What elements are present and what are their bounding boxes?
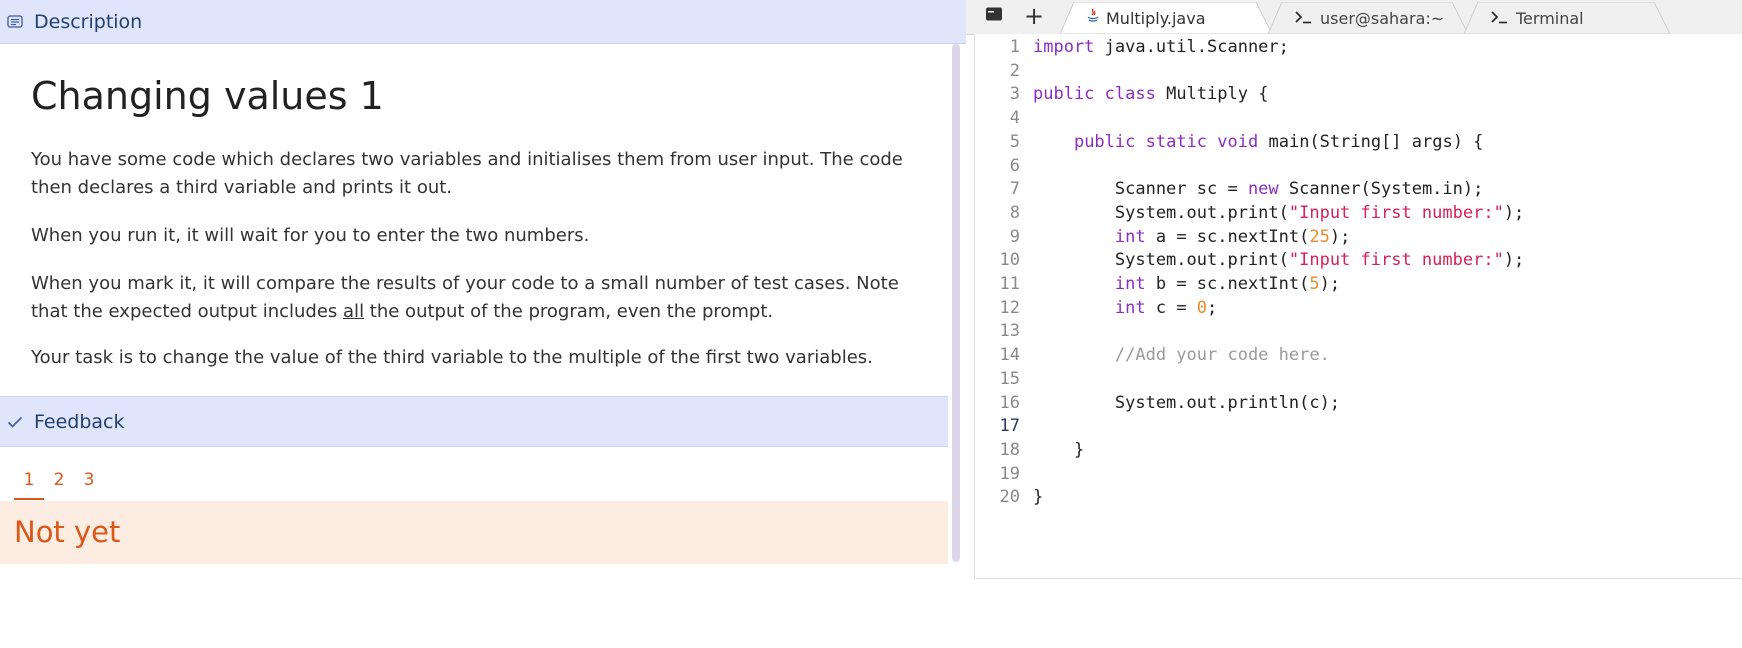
paragraph-3-end: the output of the program, even the prom… <box>364 301 774 322</box>
java-icon <box>1086 8 1100 28</box>
code-line[interactable]: 1 import java.util.Scanner; <box>975 34 1735 60</box>
scrollbar[interactable] <box>952 44 960 562</box>
code-text: System.out.print("Input first number:"); <box>1033 202 1525 223</box>
feedback-header[interactable]: Feedback <box>0 396 948 447</box>
code-line[interactable]: 12 int c = 0; <box>975 295 1735 321</box>
line-number: 10 <box>999 250 1020 271</box>
plus-icon: + <box>1023 2 1045 30</box>
paragraph-4: Your task is to change the value of the … <box>31 347 873 368</box>
code-line[interactable]: 8 System.out.print("Input first number:"… <box>975 200 1735 226</box>
line-number: 20 <box>999 487 1020 508</box>
tab-multiply-java[interactable]: Multiply.java <box>1060 2 1272 34</box>
line-number: 9 <box>1009 226 1020 247</box>
code-line[interactable]: 6 <box>975 153 1735 179</box>
code-line[interactable]: 11 int b = sc.nextInt(5); <box>975 271 1735 297</box>
code-text: System.out.print("Input first number:"); <box>1033 250 1525 271</box>
line-number: 13 <box>999 321 1020 342</box>
code-text: import java.util.Scanner; <box>1033 37 1289 57</box>
paragraph-1: You have some code which declares two va… <box>31 149 903 198</box>
line-number: 5 <box>1009 131 1020 152</box>
line-number: 7 <box>1009 179 1020 200</box>
code-line[interactable]: 3 public class Multiply { <box>975 81 1735 107</box>
code-line[interactable]: 19 <box>975 461 1735 487</box>
code-line[interactable]: 16 System.out.println(c); <box>975 390 1735 416</box>
code-text: //Add your code here. <box>1114 345 1330 366</box>
code-text: } <box>1033 439 1085 460</box>
line-number: 2 <box>1009 60 1020 81</box>
tab-label: user@sahara:~ <box>1320 8 1445 28</box>
code-line[interactable]: 18 } <box>975 437 1735 463</box>
terminal-icon <box>1490 9 1510 28</box>
code-text: int b = sc.nextInt(5); <box>1114 274 1341 294</box>
code-line[interactable]: 17 <box>975 413 1735 439</box>
paragraph-2: When you run it, it will wait for you to… <box>31 225 590 246</box>
tab-user-shell[interactable]: user@sahara:~ <box>1268 2 1468 34</box>
code-line[interactable]: 13 <box>975 318 1735 344</box>
line-number: 16 <box>999 392 1020 413</box>
code-line[interactable]: 9 int a = sc.nextInt(25); <box>975 224 1735 250</box>
line-number: 4 <box>1009 108 1020 129</box>
line-number: 15 <box>999 368 1020 389</box>
line-number: 12 <box>999 297 1020 318</box>
code-line[interactable]: 15 <box>975 366 1735 392</box>
paragraph-3-start: When you mark it, it will compare the re… <box>31 273 899 322</box>
page-title: Changing values 1 <box>31 74 384 118</box>
code-line[interactable]: 5 public static void main(String[] args)… <box>975 129 1735 155</box>
code-text: int a = sc.nextInt(25); <box>1114 226 1351 247</box>
code-text: public class Multiply { <box>1033 84 1269 105</box>
code-line[interactable]: 7 Scanner sc = new Scanner(System.in); <box>975 176 1735 202</box>
code-line[interactable]: 2 <box>975 58 1735 84</box>
ide-tab-bar: + Multiply.java user@sahara:~ <box>966 0 1742 35</box>
line-number: 17 <box>999 416 1020 437</box>
feedback-tabs: 1 2 3 <box>14 466 104 500</box>
feedback-status: Not yet <box>14 515 121 549</box>
description-header[interactable]: Description <box>0 0 966 44</box>
code-line[interactable]: 4 <box>975 105 1735 131</box>
line-number: 1 <box>1009 37 1020 57</box>
tab-label: Terminal <box>1516 8 1584 28</box>
terminal-icon <box>1294 9 1314 28</box>
panel-toggle-button[interactable] <box>980 3 1008 29</box>
tab-label: Multiply.java <box>1106 8 1206 28</box>
line-number: 19 <box>999 463 1020 484</box>
line-number: 6 <box>1009 155 1020 176</box>
line-number: 14 <box>999 345 1020 366</box>
code-line[interactable]: 20} <box>975 484 1735 510</box>
panel-icon <box>985 6 1003 26</box>
code-editor[interactable]: 1 import java.util.Scanner; 2 3 public class… <box>974 34 1742 579</box>
code-line[interactable]: 14 //Add your code here. <box>975 342 1735 368</box>
code-text: int c = 0; <box>1114 297 1218 318</box>
code-text: } <box>1033 487 1044 508</box>
check-icon <box>6 414 24 430</box>
code-line[interactable]: 10 System.out.print("Input first number:… <box>975 247 1735 273</box>
instructions-panel: Description Changing values 1 You have s… <box>0 0 966 564</box>
line-number: 11 <box>999 274 1020 294</box>
tab-terminal[interactable]: Terminal <box>1464 2 1670 34</box>
feedback-result: Not yet <box>0 501 948 564</box>
feedback-tab-1[interactable]: 1 <box>14 466 44 500</box>
description-title: Description <box>34 10 143 33</box>
new-tab-button[interactable]: + <box>1020 3 1048 29</box>
ide-panel: + Multiply.java user@sahara:~ <box>966 0 1742 648</box>
code-text: public static void main(String[] args) { <box>1073 131 1484 152</box>
code-text: Scanner sc = new Scanner(System.in); <box>1033 179 1484 200</box>
paragraph-3-emphasis: all <box>343 301 365 322</box>
code-text: System.out.println(c); <box>1033 392 1341 413</box>
line-number: 3 <box>1009 84 1020 105</box>
line-number: 18 <box>999 439 1020 460</box>
line-number: 8 <box>1009 202 1020 223</box>
document-icon <box>6 15 24 29</box>
paragraph-3: When you mark it, it will compare the re… <box>31 270 911 326</box>
feedback-tab-3[interactable]: 3 <box>83 470 95 490</box>
feedback-title: Feedback <box>34 410 125 433</box>
feedback-tab-2[interactable]: 2 <box>53 470 65 490</box>
